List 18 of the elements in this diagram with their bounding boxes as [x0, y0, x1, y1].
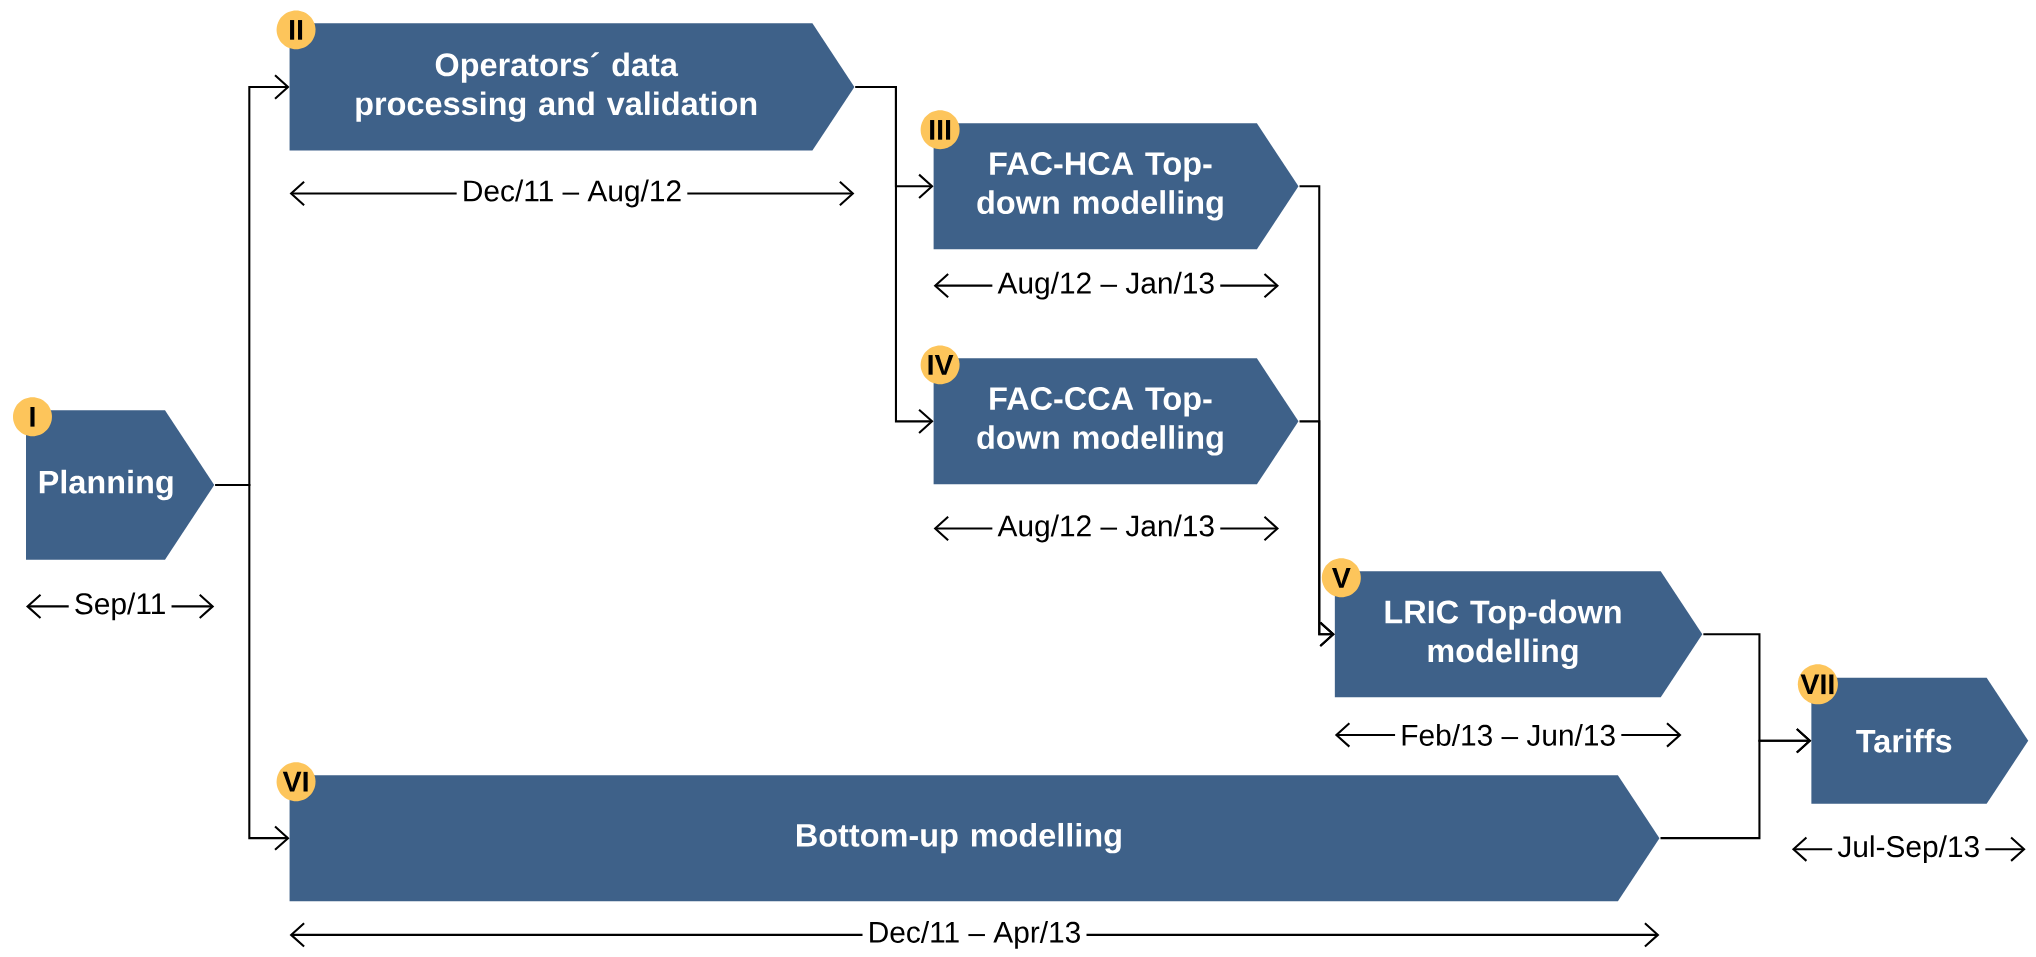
numeral-badge: IV [920, 345, 960, 385]
numeral-badge: III [920, 110, 960, 150]
numeral-badge: VI [276, 762, 316, 802]
date-label: Dec/11 – Aug/12 [456, 174, 688, 213]
date-label: Aug/12 – Jan/13 [992, 266, 1221, 305]
connector-arrow [1660, 728, 1812, 840]
date-label: Dec/11 – Apr/13 [862, 915, 1087, 954]
numeral-badge: V [1321, 558, 1361, 598]
date-label: Aug/12 – Jan/13 [992, 509, 1221, 548]
numeral-badge: VII [1797, 664, 1838, 705]
date-label: Feb/13 – Jun/13 [1395, 718, 1622, 752]
date-label: Sep/11 [68, 587, 172, 626]
date-label: Jul-Sep/13 [1832, 830, 1986, 869]
connector-arrow [215, 483, 290, 851]
connector-arrow [855, 85, 934, 434]
connector-arrow [1299, 420, 1335, 647]
numeral-badge: I [13, 397, 52, 437]
numeral-badge: II [276, 10, 316, 50]
